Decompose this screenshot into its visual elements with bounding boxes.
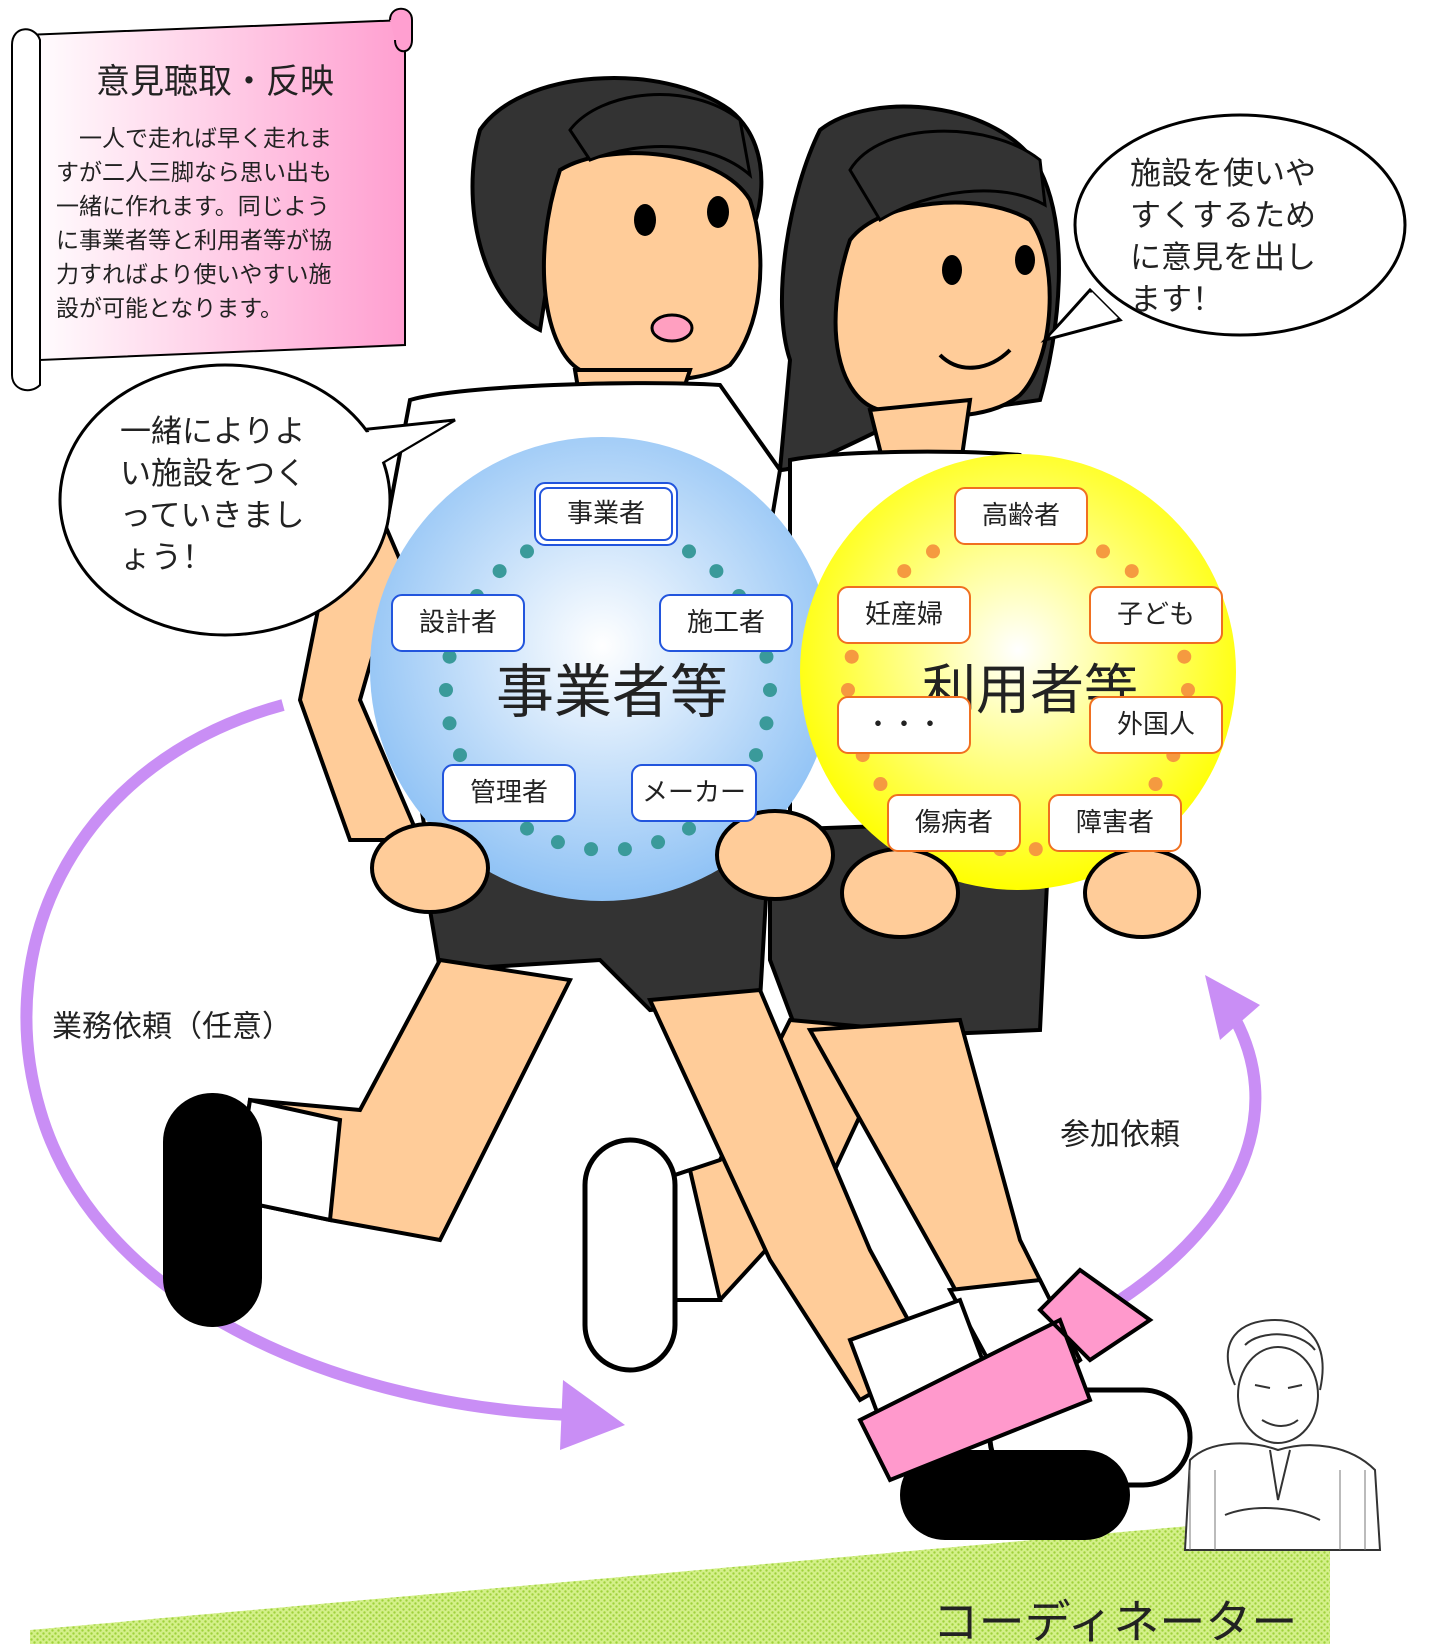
hand xyxy=(1083,847,1201,939)
ring-dot xyxy=(841,683,855,697)
hand xyxy=(715,809,835,901)
ring-dot xyxy=(1124,564,1139,579)
business-title: 事業者等 xyxy=(496,658,728,726)
scroll-line: 一緒に作れます。同じよう xyxy=(56,194,330,220)
boy-face xyxy=(541,151,763,383)
ring-dot xyxy=(520,821,534,836)
users-member-box: 妊産婦 xyxy=(837,586,971,644)
ankle-tie xyxy=(857,1267,1154,1483)
business-member-label: 設計者 xyxy=(419,608,497,638)
scroll-line: 一人で走れば早く走れま xyxy=(56,126,332,152)
ring-dot xyxy=(759,716,774,731)
users-member-box: 傷病者 xyxy=(887,794,1021,852)
users-sphere xyxy=(800,454,1236,890)
speech-bubble-left: 一緒によりよ い施設をつく っていきまし ょう！ xyxy=(58,363,456,637)
girl-face xyxy=(833,200,1052,419)
ring-dot xyxy=(439,683,453,697)
users-member-box: 外国人 xyxy=(1089,696,1223,754)
ring-dot xyxy=(682,544,696,559)
arrow-right-label: 参加依頼 xyxy=(1060,1118,1180,1153)
scroll-line: すが二人三脚なら思い出も xyxy=(56,160,332,186)
users-member-box: 高齢者 xyxy=(954,487,1088,545)
bubble-right-line: ます！ xyxy=(1130,282,1223,318)
ring-dot xyxy=(442,649,457,664)
users-member-box: 子ども xyxy=(1089,586,1223,644)
scroll-line: に事業者等と利用者等が協 xyxy=(56,228,332,254)
business-member-label: 管理者 xyxy=(470,778,548,808)
business-member-box: 施工者 xyxy=(659,594,793,652)
ring-dot xyxy=(1177,649,1192,664)
bubble-right-line: に意見を出し xyxy=(1130,240,1316,276)
ring-dot xyxy=(1148,777,1163,792)
ring-dot xyxy=(550,835,565,850)
arrow-right-arc xyxy=(1116,1006,1262,1305)
ring-dot xyxy=(617,842,632,857)
scroll-line: 力すればより使いやすい施 xyxy=(56,262,332,288)
arrow-left-head xyxy=(560,1380,625,1450)
ring-dot xyxy=(926,544,940,559)
business-member-box: 管理者 xyxy=(442,764,576,822)
ring-dot xyxy=(1181,683,1195,697)
ring-dot xyxy=(682,821,696,836)
business-member-label: 事業者 xyxy=(567,499,645,529)
ring-dot xyxy=(844,649,859,664)
bubble-right-line: すくするため xyxy=(1130,198,1316,234)
bubble-left-line: 一緒によりよ xyxy=(120,414,305,450)
speech-bubble-right: 施設を使いや すくするため に意見を出し ます！ xyxy=(1040,113,1407,343)
ring-dot xyxy=(651,835,666,850)
ring-dot xyxy=(709,564,724,579)
users-member-label: 外国人 xyxy=(1117,710,1195,740)
business-member-box: 設計者 xyxy=(391,594,525,652)
users-member-label: 傷病者 xyxy=(915,808,993,838)
arrow-left-arc xyxy=(20,699,571,1421)
ring-dot xyxy=(442,716,457,731)
bubble-left-line: い施設をつく xyxy=(120,456,306,492)
scroll-title: 意見聴取・反映 xyxy=(96,62,334,102)
arrow-left-label: 業務依頼（任意） xyxy=(52,1010,292,1045)
users-member-label: ・・・ xyxy=(865,710,943,740)
ring-dot xyxy=(1096,544,1110,559)
ring-dot xyxy=(492,564,507,579)
ring-dot xyxy=(453,748,468,763)
ring-dot xyxy=(873,777,888,792)
coordinator-label: コーディネーター xyxy=(933,1595,1298,1644)
arrow-right-head xyxy=(1205,975,1260,1040)
users-member-box: 障害者 xyxy=(1048,794,1182,852)
business-member-box: 事業者 xyxy=(534,482,678,546)
users-member-label: 障害者 xyxy=(1076,808,1154,838)
users-member-label: 高齢者 xyxy=(982,501,1060,531)
hand xyxy=(840,847,960,939)
scroll-note: 意見聴取・反映 一人で走れば早く走れま すが二人三脚なら思い出も 一緒に作れます… xyxy=(11,7,413,392)
ring-dot xyxy=(763,683,777,697)
users-member-label: 子ども xyxy=(1117,600,1195,630)
scroll-line: 設が可能となります。 xyxy=(56,296,283,322)
ring-dot xyxy=(520,544,534,559)
business-member-label: メーカー xyxy=(642,778,746,808)
business-member-box: メーカー xyxy=(631,764,757,822)
ring-dot xyxy=(759,649,774,664)
ring-dot xyxy=(584,842,599,857)
coordinator-figure xyxy=(1183,1318,1382,1551)
business-member-label: 施工者 xyxy=(687,608,765,638)
ring-dot xyxy=(748,748,763,763)
bubble-left-line: ょう！ xyxy=(120,540,213,576)
ring-dot xyxy=(897,564,912,579)
ring-dot xyxy=(1028,842,1043,857)
users-member-label: 妊産婦 xyxy=(865,600,943,630)
coordinator-label-bg xyxy=(915,1598,1315,1644)
bubble-right-line: 施設を使いや xyxy=(1130,156,1316,192)
hand xyxy=(370,822,490,914)
users-member-box: ・・・ xyxy=(837,696,971,754)
bubble-left-line: っていきまし xyxy=(120,498,304,534)
